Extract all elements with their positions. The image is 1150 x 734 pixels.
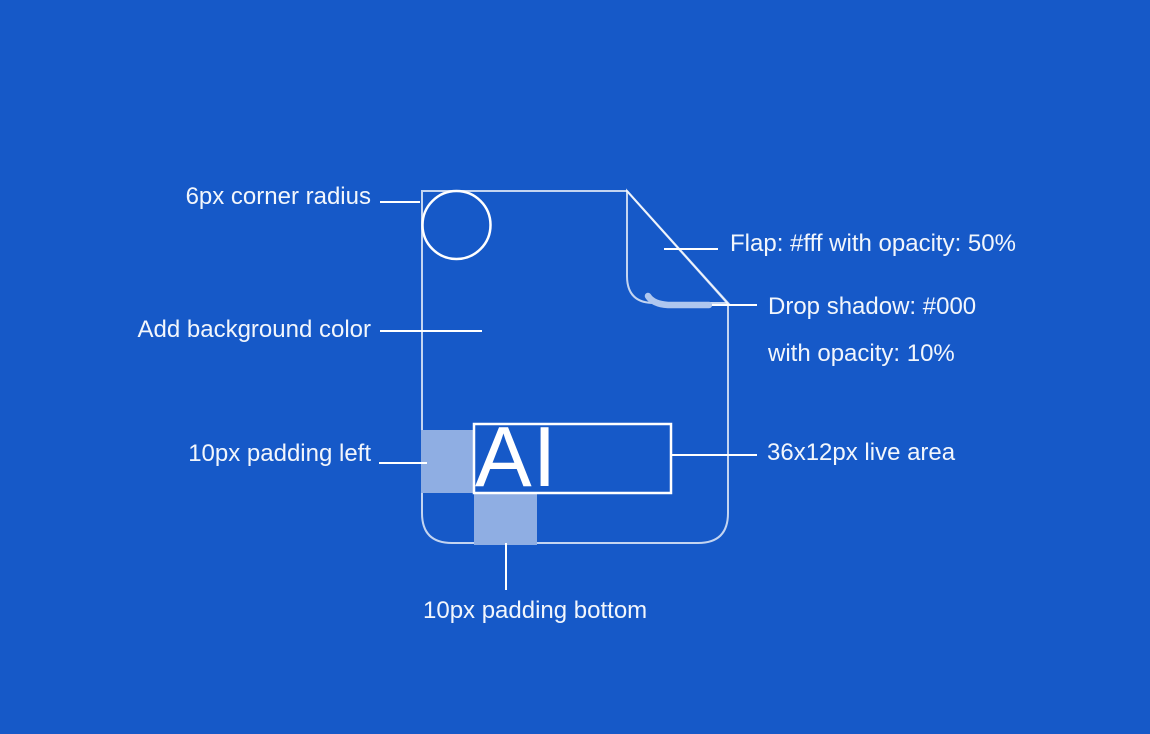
live-area-box bbox=[472, 422, 673, 495]
label-drop-shadow-line2: with opacity: 10% bbox=[768, 340, 955, 367]
corner-radius-circle bbox=[421, 189, 492, 261]
label-add-background-color: Add background color bbox=[137, 316, 371, 343]
padding-left-overlay bbox=[421, 430, 474, 493]
file-flap-shape bbox=[626, 188, 731, 304]
label-drop-shadow: Drop shadow: #000 with opacity: 10% bbox=[768, 283, 976, 377]
file-type-text: AI bbox=[475, 410, 558, 505]
label-flap: Flap: #fff with opacity: 50% bbox=[730, 230, 1016, 257]
label-drop-shadow-line1: Drop shadow: #000 bbox=[768, 293, 977, 320]
label-live-area: 36x12px live area bbox=[767, 439, 956, 466]
padding-bottom-overlay bbox=[474, 493, 537, 545]
label-corner-radius: 6px corner radius bbox=[185, 183, 371, 210]
drop-shadow-strip bbox=[644, 292, 713, 309]
file-body-outline bbox=[421, 190, 729, 544]
label-padding-left: 10px padding left bbox=[188, 440, 371, 467]
label-padding-bottom: 10px padding bottom bbox=[423, 597, 648, 624]
